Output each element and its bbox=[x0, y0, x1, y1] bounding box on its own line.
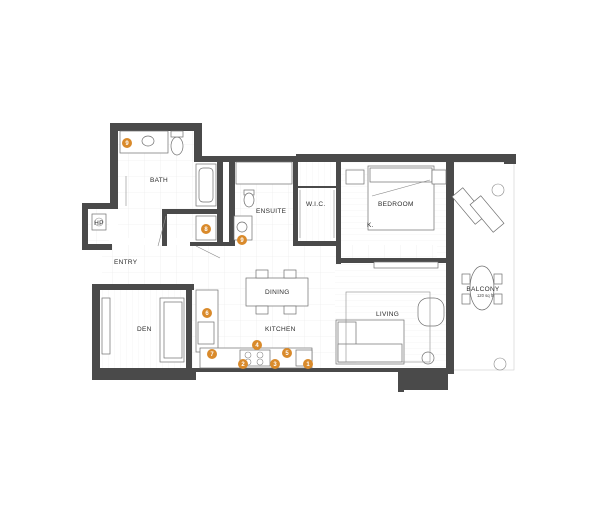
label-wic: W.I.C. bbox=[306, 201, 326, 208]
fixtures bbox=[91, 130, 507, 371]
svg-text:5: 5 bbox=[285, 351, 289, 357]
room-labels: BATH HP ENSUITE W.I.C. BEDROOM K. ENTRY … bbox=[94, 177, 500, 333]
marker-2: 2 bbox=[238, 359, 248, 369]
label-hp: HP bbox=[94, 220, 104, 227]
label-ensuite: ENSUITE bbox=[256, 208, 287, 215]
walls bbox=[82, 123, 516, 392]
svg-text:7: 7 bbox=[210, 352, 214, 358]
svg-text:1: 1 bbox=[306, 362, 310, 368]
marker-6: 6 bbox=[202, 308, 212, 318]
svg-text:3: 3 bbox=[273, 362, 277, 368]
label-bedroom-k: K. bbox=[367, 222, 374, 229]
label-kitchen: KITCHEN bbox=[265, 326, 296, 333]
markers: 9 8 9 6 7 4 2 3 bbox=[122, 138, 313, 369]
marker-4: 4 bbox=[252, 340, 262, 350]
label-living: LIVING bbox=[376, 311, 399, 318]
marker-5: 5 bbox=[282, 348, 292, 358]
svg-text:9: 9 bbox=[125, 141, 129, 147]
label-bedroom: BEDROOM bbox=[378, 201, 414, 208]
svg-text:4: 4 bbox=[255, 343, 259, 349]
marker-9-bath: 9 bbox=[122, 138, 132, 148]
svg-text:8: 8 bbox=[204, 227, 208, 233]
label-balcony: BALCONY bbox=[466, 286, 500, 293]
svg-text:9: 9 bbox=[240, 238, 244, 244]
marker-7: 7 bbox=[207, 349, 217, 359]
svg-text:2: 2 bbox=[241, 362, 245, 368]
label-den: DEN bbox=[137, 326, 152, 333]
marker-3: 3 bbox=[270, 359, 280, 369]
marker-8: 8 bbox=[201, 224, 211, 234]
marker-9-ensuite: 9 bbox=[237, 235, 247, 245]
label-bath: BATH bbox=[150, 177, 168, 184]
label-dining: DINING bbox=[265, 289, 290, 296]
marker-1: 1 bbox=[303, 359, 313, 369]
label-entry: ENTRY bbox=[114, 259, 138, 266]
svg-text:6: 6 bbox=[205, 311, 209, 317]
label-balcony-area: 120 sq ft bbox=[477, 293, 494, 298]
